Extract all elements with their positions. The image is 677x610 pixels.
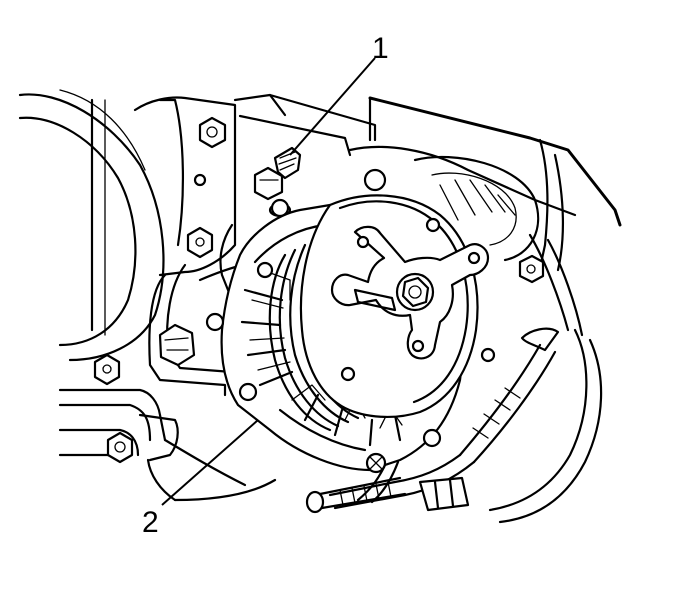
- refrigerant-lines: [305, 233, 603, 524]
- flange-bolt-1: [256, 261, 274, 279]
- flange-bolt-4: [270, 198, 290, 218]
- bolt-lower-left-nut: [106, 431, 134, 464]
- callout-2-leader: [161, 419, 259, 506]
- callout-2-label: 2: [142, 506, 159, 539]
- bolt-left-mid: [186, 226, 214, 259]
- flange-bolt-3: [205, 312, 225, 332]
- bolt-left-low: [93, 353, 121, 386]
- bolt-large-left: [158, 323, 196, 367]
- callout-1-leader: [289, 57, 376, 156]
- bolt-block-small: [193, 173, 207, 187]
- engine-bolts: [93, 116, 545, 464]
- bolt-right-block: [518, 254, 545, 284]
- callout-1: 1: [289, 32, 389, 156]
- flange-bolt-6: [422, 428, 442, 448]
- flange-bolt-2: [238, 382, 258, 402]
- callout-1-label: 1: [372, 32, 389, 65]
- callout-2: 2: [142, 419, 259, 539]
- bolt-top-left: [198, 116, 227, 149]
- engine-block: [18, 89, 622, 502]
- compressor-clutch-face: [299, 194, 496, 419]
- bolt-upper-center: [363, 168, 387, 192]
